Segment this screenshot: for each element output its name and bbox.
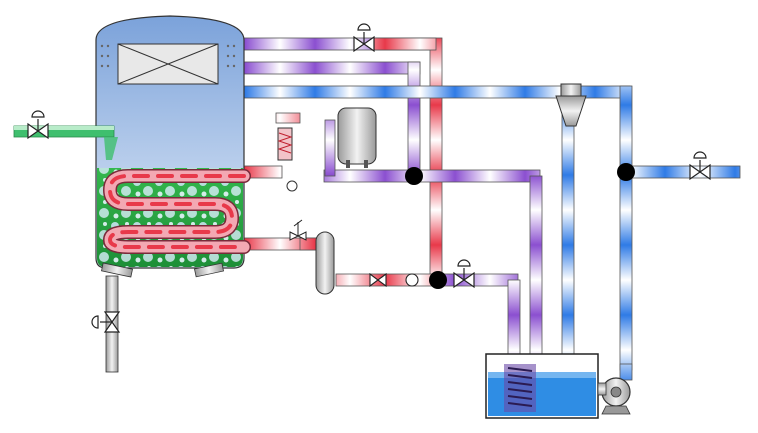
feed-inlet-pipe [13,125,118,160]
pump-riser [619,363,633,381]
heat-exchanger[interactable] [277,127,298,192]
product-line [335,273,441,287]
heating-coil [102,169,251,254]
separator[interactable] [315,231,335,295]
cooling-water-outlet [625,165,741,179]
separator-feed [299,237,319,251]
ejector[interactable] [555,83,587,127]
relief-valve-icon[interactable] [289,219,307,241]
demister-pad [100,43,236,85]
sight-glass-icon [405,273,419,287]
receiver-tank[interactable] [337,107,377,168]
drain-valve[interactable] [91,311,121,333]
check-valve-icon[interactable] [369,272,387,288]
product-line-to-tank [439,273,519,287]
heat-exchanger-pipe [275,112,301,124]
product-outlet-valve[interactable] [453,259,475,289]
valve-layer [27,23,711,333]
evaporator-vessel[interactable] [95,15,251,373]
condensate-header [323,169,541,183]
vacuum-line-drop [619,85,633,371]
junction-cooling [617,163,635,181]
condensate-valve[interactable] [689,151,711,181]
condensate-riser [324,119,336,177]
junction-condensate [405,167,423,185]
circulation-pump[interactable] [597,377,631,415]
ejector-suction-drop [561,99,575,371]
vapour-pipe-upper-hot [371,37,437,51]
vapour-pipe-riser-b [407,61,421,177]
feed-inlet-valve[interactable] [27,110,49,140]
condenser-coil [504,364,536,412]
junction-layer [405,163,635,289]
vapour-pipe-lower [243,61,421,75]
vapour-pipe-riser-a [429,37,443,281]
junction-product [429,271,447,289]
cooling-water-tank[interactable] [485,353,599,419]
vapour-line-valve[interactable] [353,23,375,53]
